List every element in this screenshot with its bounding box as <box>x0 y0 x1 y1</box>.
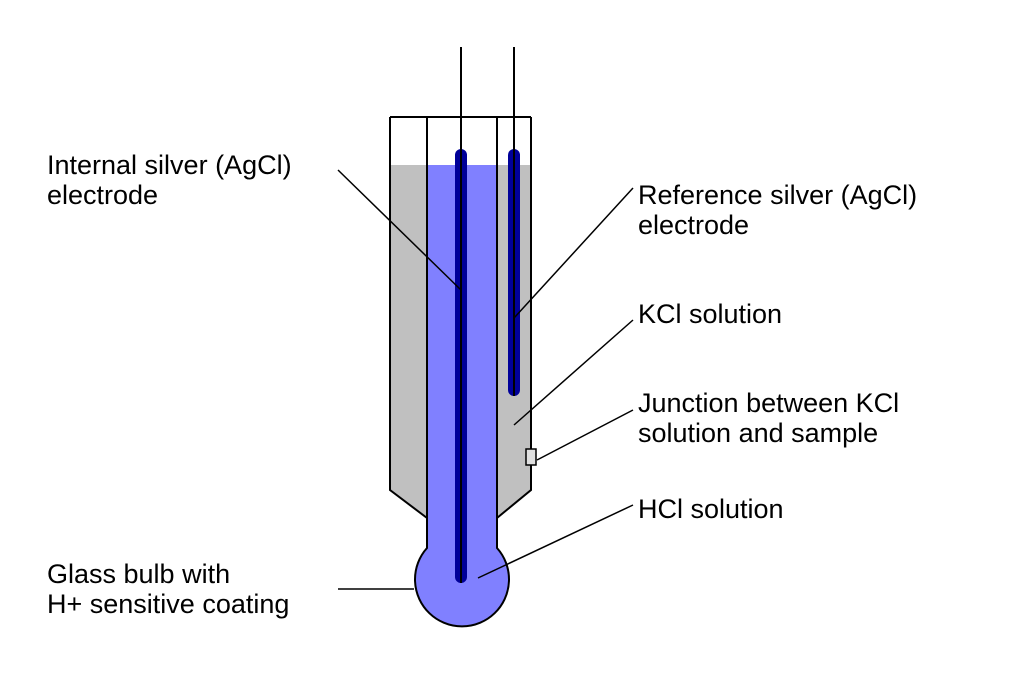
label-reference-electrode: Reference silver (AgCl) electrode <box>638 180 925 240</box>
label-line: Junction between KCl <box>638 388 899 418</box>
label-glass-bulb: Glass bulb with H+ sensitive coating <box>47 559 289 619</box>
label-line: H+ sensitive coating <box>47 589 289 619</box>
leader-reference-electrode <box>513 187 634 319</box>
junction <box>525 448 537 466</box>
leader-kcl-solution <box>513 319 634 426</box>
label-line: solution and sample <box>638 418 878 448</box>
label-hcl-solution: HCl solution <box>638 494 784 524</box>
inner-tube-outline <box>414 117 510 628</box>
leader-junction <box>536 409 634 461</box>
label-line: Internal silver (AgCl) <box>47 150 292 180</box>
label-line: KCl solution <box>638 299 782 329</box>
label-line: Reference silver (AgCl) <box>638 180 917 210</box>
outer-tube-outline <box>389 117 428 519</box>
label-line: electrode <box>638 210 749 240</box>
label-line: electrode <box>47 180 158 210</box>
label-line: HCl solution <box>638 494 784 524</box>
leader-internal-electrode <box>337 169 462 291</box>
outer-tube-outline-right <box>496 117 532 519</box>
label-line: Glass bulb with <box>47 559 230 589</box>
leader-hcl-solution <box>477 504 634 579</box>
label-kcl-solution: KCl solution <box>638 299 782 329</box>
label-junction: Junction between KCl solution and sample <box>638 388 907 448</box>
label-internal-electrode: Internal silver (AgCl) electrode <box>47 150 299 210</box>
